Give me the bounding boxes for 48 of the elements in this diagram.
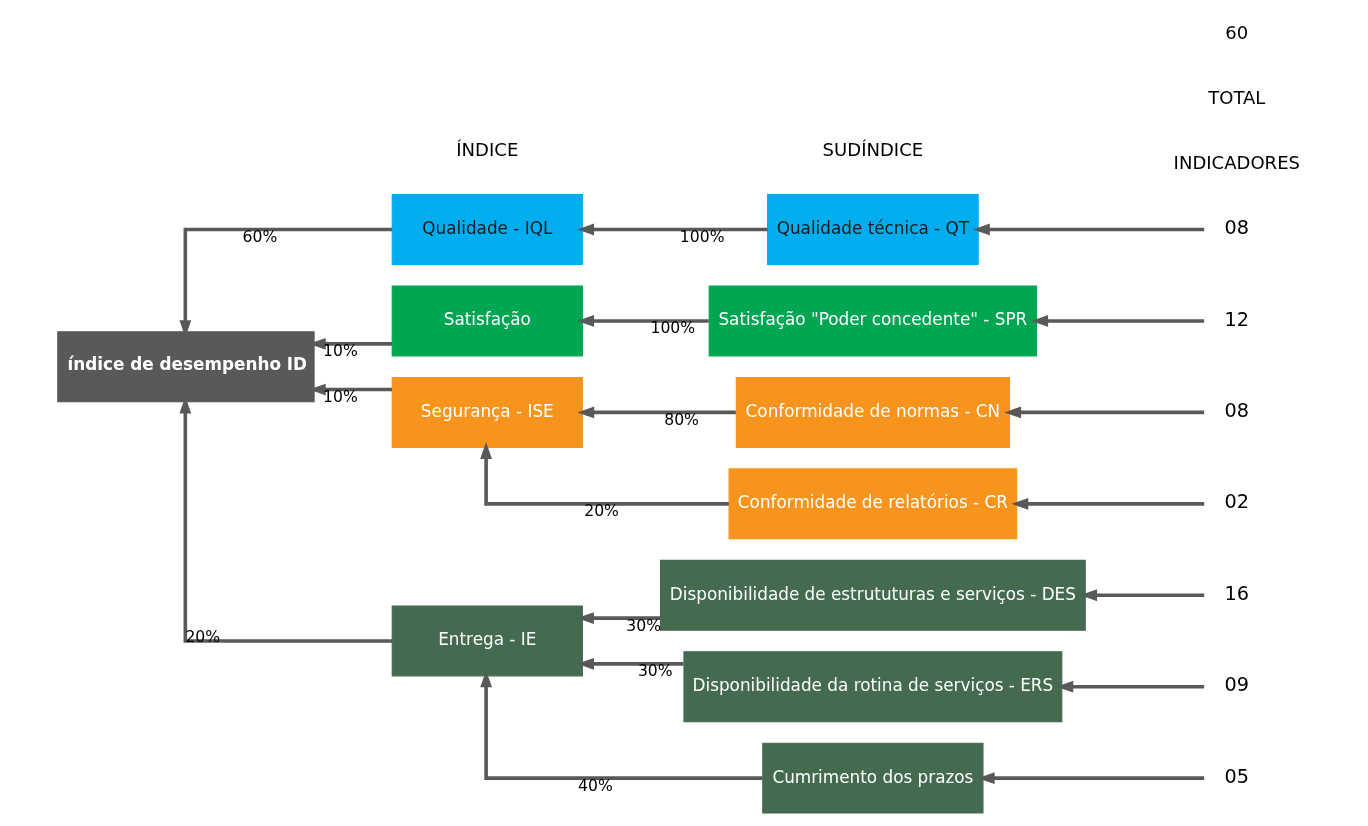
edge-label: 60% [242,227,278,247]
arrow [577,223,768,236]
label: TOTAL [1208,86,1266,108]
node-text: 05 [1224,764,1250,788]
edge-label: 100% [650,318,696,338]
node-text: 08 [1224,398,1250,422]
edge-label: 10% [323,387,358,407]
arrow [1031,315,1205,327]
edge-label: 30% [626,615,662,635]
arrow [1080,589,1205,602]
edge-label: 10% [323,341,358,361]
arrow [480,442,729,506]
node-text: 16 [1224,581,1250,605]
node-text: 02 [1224,490,1250,514]
node-box: Entrega - IE [391,605,583,677]
arrow [1004,406,1205,419]
node-box: Qualidade - IQL [391,194,583,266]
arrow [1056,680,1205,693]
node-text: 09 [1224,673,1250,697]
node-box: Satisfação "Poder concedente" - SPR [708,285,1038,357]
edge-label: 80% [664,409,699,429]
node-box: Satisfação [391,285,583,357]
edge-label: 100% [679,227,725,247]
arrow [972,223,1205,236]
node-box: Cumrimento dos prazos [762,742,984,814]
node-text: 08 [1224,216,1250,240]
node-box: Qualidade técnica - QT [767,194,979,266]
label: SUDÍNDICE [822,138,924,160]
node-box: Conformidade de normas - CN [735,376,1011,448]
arrow [1011,497,1205,510]
node-box: Conformidade de relatórios - CR [728,468,1018,540]
arrow [577,612,661,625]
node-box: Disponibilidade da rotina de serviços - ERS [683,651,1063,723]
edge-label: 20% [584,501,619,521]
arrow [977,772,1205,785]
label: 60 [1225,21,1249,43]
node-text: 12 [1224,307,1250,331]
node-box: índice de desempenho ID [57,331,315,403]
node-box: Segurança - ISE [391,376,583,448]
label: INDICADORES [1173,151,1300,173]
label: ÍNDICE [456,138,519,160]
arrow [577,657,684,670]
edge-label: 30% [637,661,673,681]
arrow [480,670,763,780]
edge-label: 40% [578,775,613,795]
arrow [577,406,736,419]
node-box: Disponibilidade de estrututuras e serviços - DES [659,559,1086,631]
arrow [577,315,709,327]
